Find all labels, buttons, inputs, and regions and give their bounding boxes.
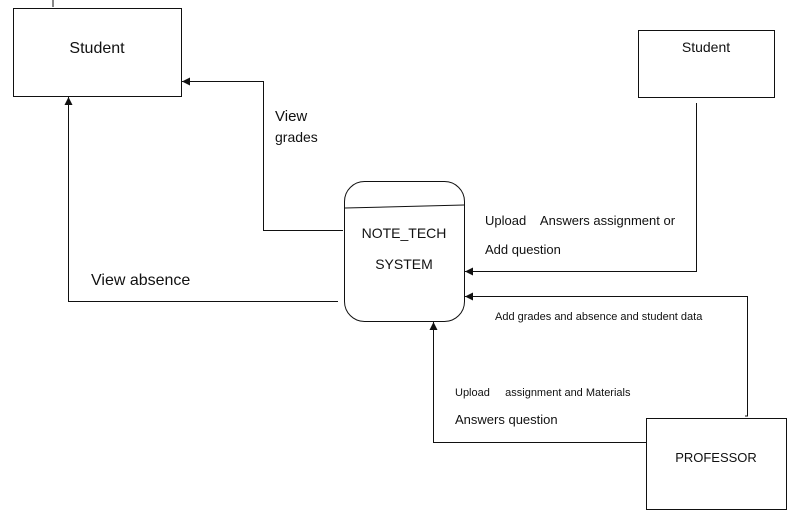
professor-entity-label: PROFESSOR — [675, 450, 757, 465]
student-entity-left-label: Student — [69, 40, 125, 57]
flow-view-grades-arrow — [182, 77, 343, 231]
flow-student-upload-label-line1: Upload Answers assignment or — [485, 213, 676, 228]
student-entity-left[interactable]: Student — [13, 8, 182, 97]
professor-entity[interactable]: PROFESSOR — [646, 418, 787, 510]
process-label-line2: SYSTEM — [375, 256, 433, 272]
process-label-line1: NOTE_TECH — [362, 225, 447, 241]
flow-view-grades-label-line2: grades — [275, 129, 318, 145]
process-box — [344, 181, 465, 322]
process-note-tech-system[interactable]: NOTE_TECH SYSTEM — [344, 181, 465, 322]
flow-professor-upload-label-line1: Upload assignment and Materials — [455, 387, 631, 399]
student-entity-right[interactable]: Student — [638, 30, 775, 98]
flow-professor-add-arrow — [465, 292, 748, 417]
flow-student-upload-arrow — [465, 103, 697, 276]
flow-view-absence-arrow — [64, 97, 338, 302]
student-entity-right-label: Student — [682, 39, 730, 55]
flow-professor-upload-label-line2: Answers question — [455, 412, 558, 427]
flow-professor-add-label: Add grades and absence and student data — [495, 311, 703, 323]
flow-student-upload-label-line2: Add question — [485, 242, 561, 257]
professor-entity-box — [646, 418, 787, 510]
flow-view-absence-label: View absence — [91, 272, 190, 289]
flow-professor-upload-arrow — [429, 322, 646, 443]
student-entity-left-box — [13, 8, 182, 97]
process-divider — [344, 204, 465, 209]
flow-view-grades-label-line1: View — [275, 108, 307, 125]
student-entity-right-box — [638, 30, 775, 98]
